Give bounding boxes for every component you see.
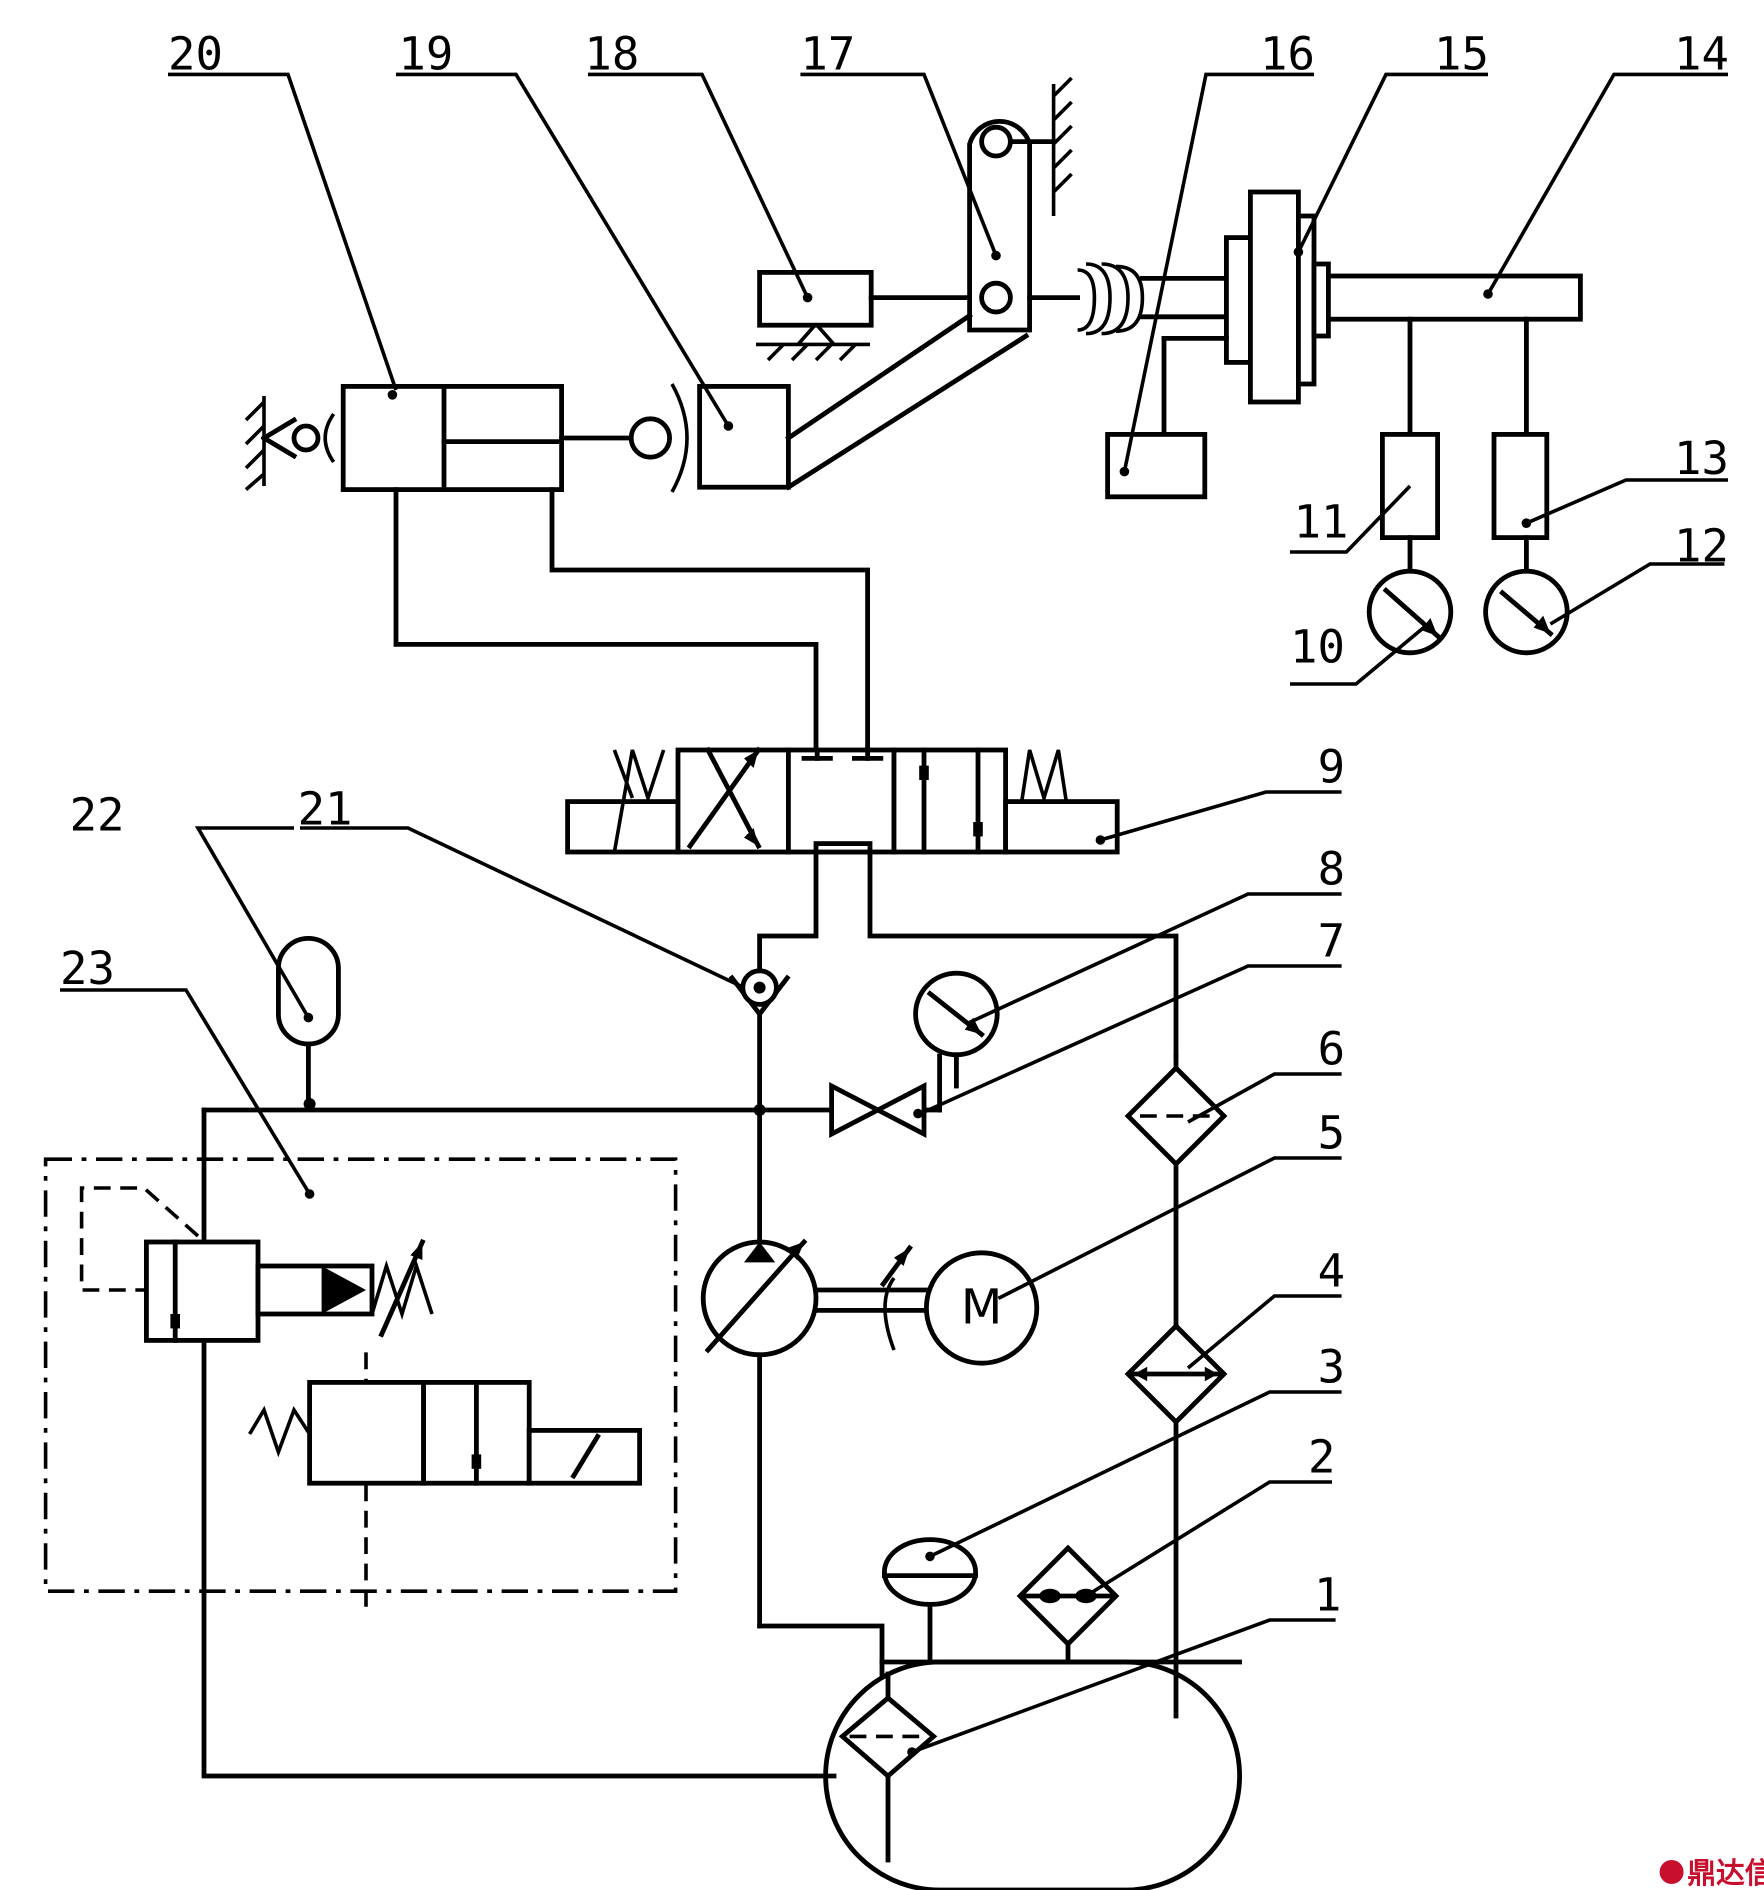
throttle-valve-7 xyxy=(829,1082,927,1138)
label-17: 17 xyxy=(800,28,855,81)
logo-icon xyxy=(1659,1860,1684,1885)
transducer-13 xyxy=(1491,432,1550,579)
label-18: 18 xyxy=(584,28,639,81)
cylinder-20 xyxy=(340,384,673,493)
filter-6 xyxy=(1124,1053,1228,1329)
label-10: 10 xyxy=(1290,620,1345,673)
label-12: 12 xyxy=(1674,520,1729,573)
motor-5: M xyxy=(924,1250,1040,1366)
label-7: 7 xyxy=(1318,914,1345,967)
component-labels: 20 19 18 17 16 15 14 13 12 11 10 9 8 7 6… xyxy=(60,28,1729,1622)
cooler-4 xyxy=(1124,1322,1228,1719)
level-gauge-3 xyxy=(882,1537,979,1665)
pump xyxy=(700,1238,933,1677)
heater-2 xyxy=(1016,1544,1120,1665)
label-2: 2 xyxy=(1308,1430,1335,1483)
pressure-line xyxy=(201,849,1179,1245)
label-9: 9 xyxy=(1318,740,1345,793)
label-6: 6 xyxy=(1318,1022,1345,1075)
coupling-spring xyxy=(1077,262,1229,336)
block-18 xyxy=(756,270,973,362)
strainer-1 xyxy=(838,1671,938,1863)
label-5: 5 xyxy=(1318,1106,1345,1159)
watermark: 鼎达信 xyxy=(1659,1856,1764,1890)
tank xyxy=(823,1659,1243,1890)
label-4: 4 xyxy=(1318,1244,1345,1297)
label-21: 21 xyxy=(298,782,353,835)
relief-module-23 xyxy=(43,1107,837,1779)
label-8: 8 xyxy=(1318,842,1345,895)
label-14: 14 xyxy=(1674,28,1729,81)
cylinder-lines xyxy=(393,487,871,753)
label-15: 15 xyxy=(1434,28,1489,81)
label-3: 3 xyxy=(1318,1340,1345,1393)
label-11: 11 xyxy=(1294,496,1349,549)
directional-valve-9 xyxy=(565,746,1120,855)
brake-sensor-16 xyxy=(1105,336,1229,500)
lever-19 xyxy=(670,312,1030,493)
label-22: 22 xyxy=(70,788,125,841)
label-13: 13 xyxy=(1674,432,1729,485)
label-16: 16 xyxy=(1260,28,1315,81)
transducer-11 xyxy=(1380,432,1441,574)
accumulator-22 xyxy=(276,936,341,1107)
watermark-text: 鼎达信 xyxy=(1687,1856,1764,1890)
bell-crank-17 xyxy=(967,76,1081,333)
shaft-14 xyxy=(1326,273,1583,437)
leader-lines xyxy=(60,72,1729,1754)
motor-symbol: M xyxy=(961,1280,1002,1336)
gauge-10 xyxy=(1366,568,1454,656)
label-1: 1 xyxy=(1314,1568,1341,1621)
check-valve-21 xyxy=(728,968,791,1018)
label-23: 23 xyxy=(60,942,115,995)
gauge-12 xyxy=(1483,568,1570,656)
label-19: 19 xyxy=(398,28,453,81)
gauge-8 xyxy=(913,970,1000,1089)
wall-anchor-left xyxy=(244,396,336,491)
label-20: 20 xyxy=(168,28,223,81)
disc-15 xyxy=(1224,189,1331,405)
